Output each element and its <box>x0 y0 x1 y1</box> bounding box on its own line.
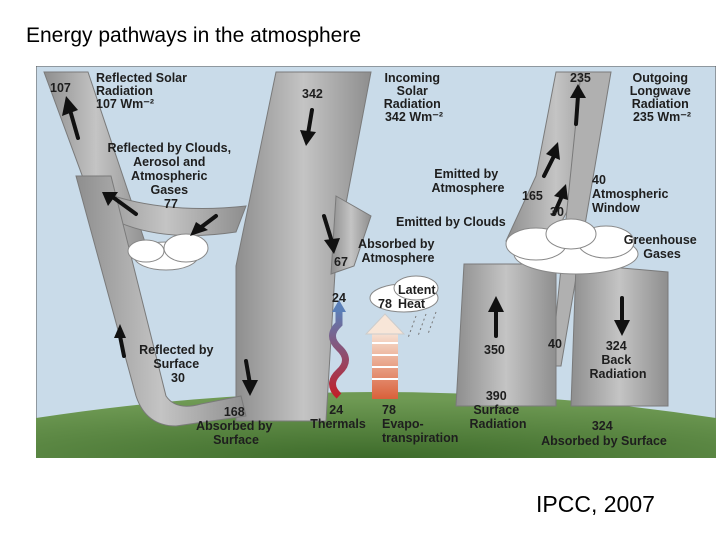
outgoing-longwave-arrow <box>574 94 580 126</box>
evapotranspiration-label: 78 Evapo- transpiration <box>382 403 458 445</box>
thermals-arrow <box>329 310 349 399</box>
emitted-atmosphere-arrow <box>542 154 556 178</box>
absorbed-surface-label: 168 Absorbed by Surface <box>196 405 276 447</box>
reflected-solar-arrow <box>68 108 80 140</box>
reflected-surface-band <box>75 175 247 427</box>
incoming-value: 342 <box>302 87 323 101</box>
atmospheric-window-label: 40 Atmospheric Window <box>592 173 672 215</box>
thermals-label: 24 Thermals <box>310 403 366 431</box>
cloud-left <box>127 233 209 271</box>
cloud-right <box>505 218 639 275</box>
thermals-arrow-head <box>332 300 346 312</box>
incoming-arrow <box>306 108 314 136</box>
back-radiation-label: 324 Back Radiation <box>590 339 647 381</box>
evapotranspiration-arrow <box>364 313 406 399</box>
incoming-solar-band <box>235 71 372 422</box>
incoming-solar-label: Incoming Solar Radiation 342 Wm⁻² <box>384 71 444 124</box>
outgoing-value: 235 <box>570 71 591 85</box>
absorbed-by-surface-right-label: 324 Absorbed by Surface <box>541 419 667 448</box>
window-up-value: 40 <box>548 337 562 351</box>
reflected-surface-label: Reflected by Surface 30 <box>139 343 217 385</box>
latent-heat-cloud <box>369 275 439 339</box>
source-credit: IPCC, 2007 <box>536 491 655 517</box>
energy-budget-diagram: 107 Reflected Solar Radiation 107 Wm⁻² 3… <box>36 66 716 458</box>
emitted-clouds-value: 30 <box>550 205 564 219</box>
emitted-clouds-label: Emitted by Clouds <box>396 215 506 229</box>
latent-heat-value: 78 <box>378 297 392 311</box>
absorbed-atmosphere-arrow <box>322 214 334 244</box>
emitted-atmosphere-value: 165 <box>522 189 543 203</box>
thermals-top-value: 24 <box>332 291 346 305</box>
surface-radiation-band <box>455 263 557 407</box>
emitted-clouds-arrow <box>552 194 564 216</box>
absorbed-atmosphere-label: Absorbed by Atmosphere <box>358 237 438 265</box>
greenhouse-gases-label: Greenhouse Gases <box>624 233 700 261</box>
surface-rad-up-value: 350 <box>484 343 505 357</box>
back-radiation-band <box>570 263 669 407</box>
flow-arrows <box>62 84 630 396</box>
reflected-surface-arrow <box>118 334 126 358</box>
slide-title: Energy pathways in the atmosphere <box>26 24 362 47</box>
reflected-clouds-arrow-1 <box>112 196 138 216</box>
reflected-clouds-arrow-2 <box>198 214 218 230</box>
outgoing-longwave-label: Outgoing Longwave Radiation 235 Wm⁻² <box>630 71 695 124</box>
reflected-solar-value: 107 <box>50 81 71 95</box>
surface-radiation-label: 390 Surface Radiation <box>470 389 527 431</box>
emitted-atmosphere-label: Emitted by Atmosphere <box>432 167 505 195</box>
absorbed-atmosphere-value: 67 <box>334 255 348 269</box>
latent-heat-label: Latent Heat <box>398 283 439 311</box>
reflected-solar-label: Reflected Solar Radiation 107 Wm⁻² <box>96 71 191 111</box>
reflected-clouds-label: Reflected by Clouds, Aerosol and Atmosph… <box>107 141 234 211</box>
